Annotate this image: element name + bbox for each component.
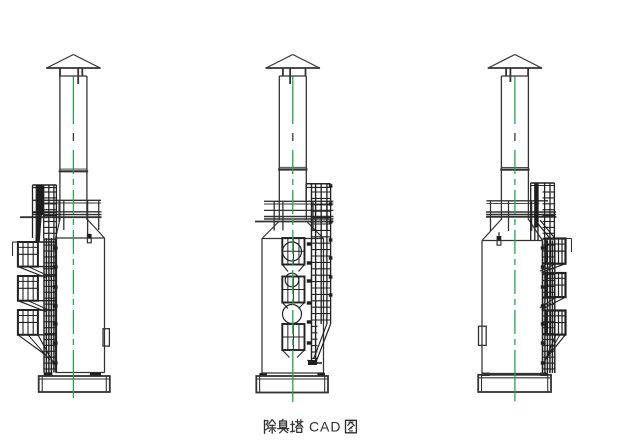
svg-text:CAD: CAD [309, 419, 341, 435]
